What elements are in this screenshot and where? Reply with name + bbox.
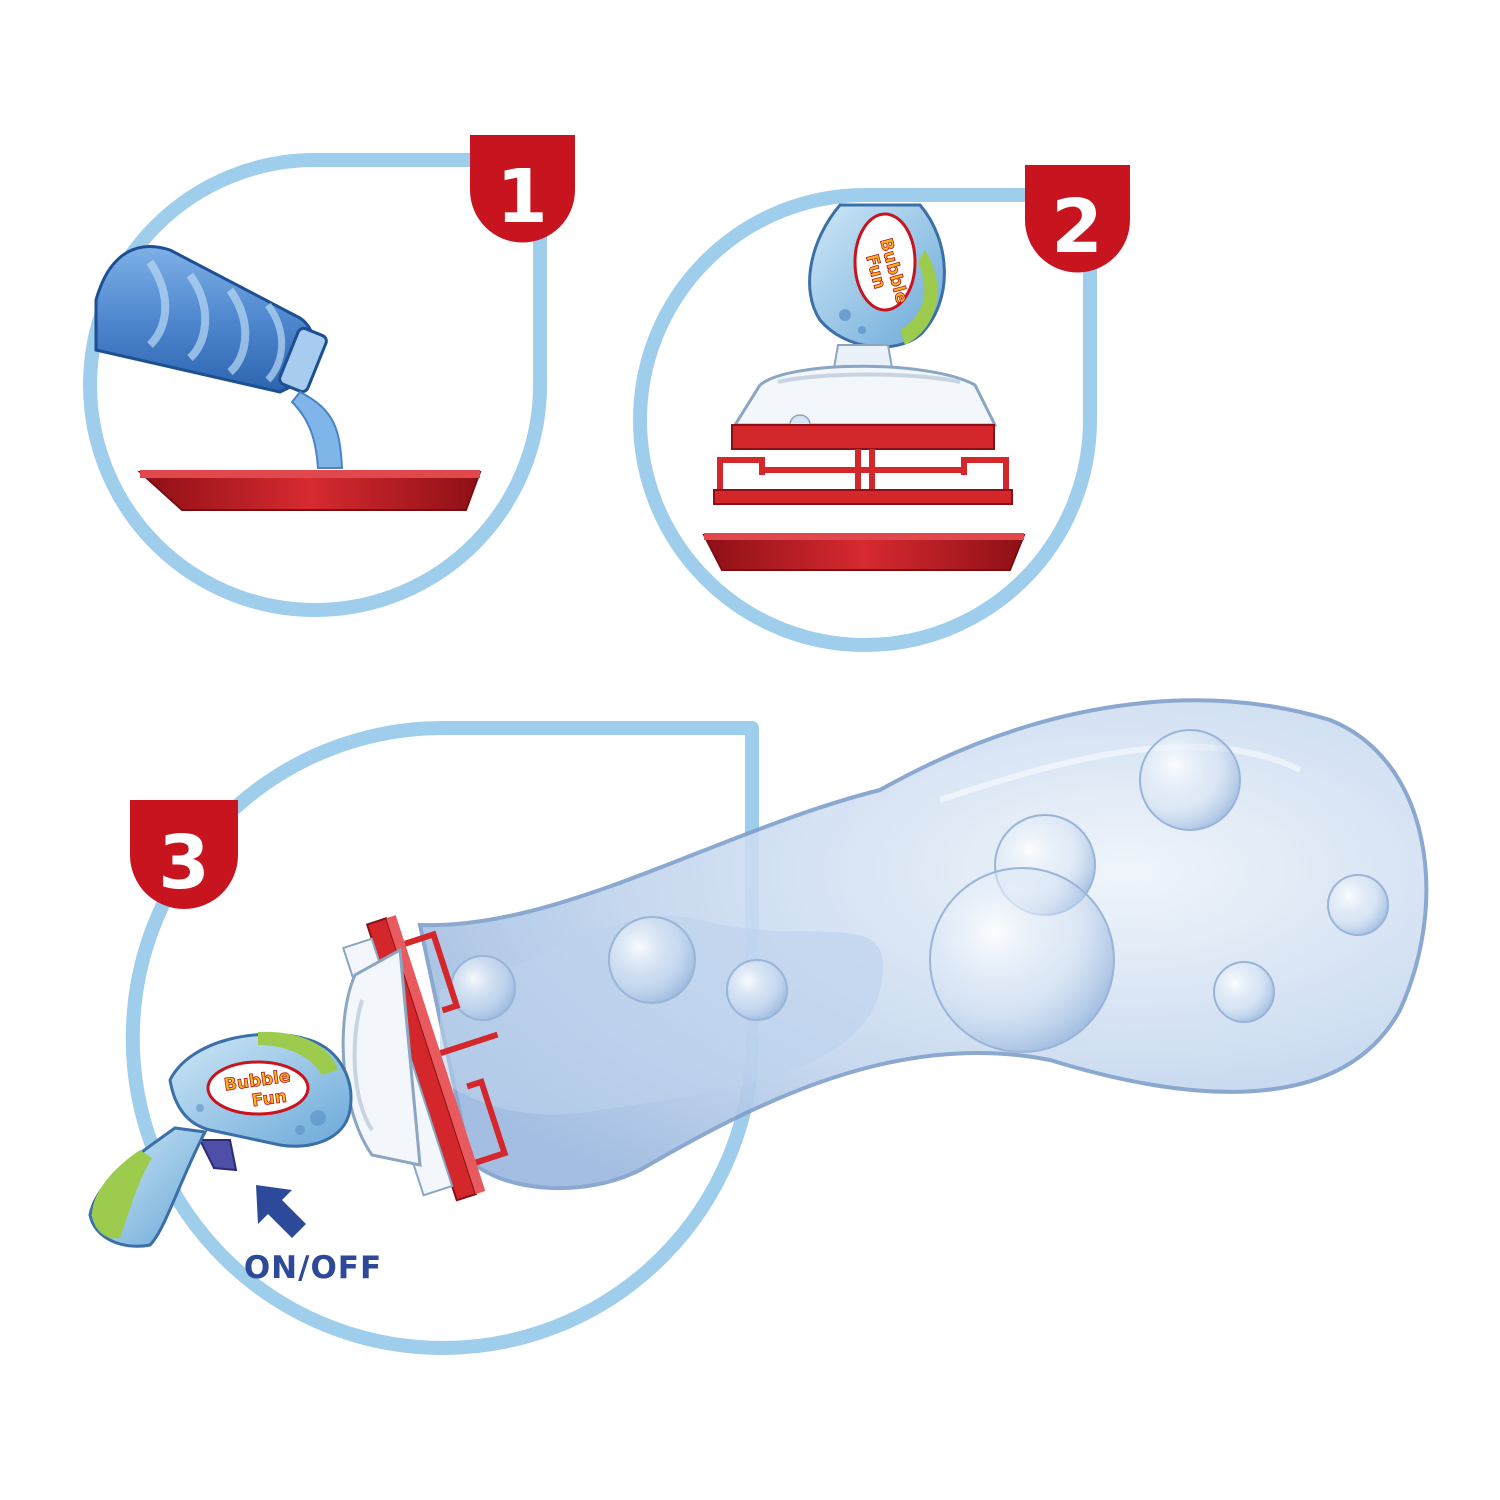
bubble [450, 955, 516, 1021]
bubble-wand-handle-step-3: Bubble Fun [88, 1031, 353, 1248]
on-off-trigger[interactable] [198, 1139, 238, 1172]
bubble [1327, 874, 1389, 936]
step-2-frame [633, 188, 1097, 652]
on-off-label: ON/OFF [244, 1250, 382, 1286]
arrow-up-left-icon [256, 1185, 306, 1238]
step-1-number: 1 [496, 154, 548, 240]
giant-bubble [417, 698, 1429, 1191]
step-3-frame [125, 721, 759, 1355]
bubble [1139, 729, 1241, 831]
step-1-panel: 1 [83, 135, 575, 617]
step-2-badge: 2 [1025, 165, 1130, 273]
bubble [726, 959, 788, 1021]
step-1-badge: 1 [470, 135, 575, 243]
step-3-number: 3 [158, 820, 210, 906]
step-3-panel: Bubble Fun ON/OFF 3 [88, 698, 1429, 1355]
bubble [1213, 961, 1275, 1023]
step-3-badge: 3 [129, 800, 239, 910]
step-2-panel: Bubble Fun 2 [633, 165, 1130, 652]
tray-step-1 [137, 470, 482, 511]
step-2-number: 2 [1051, 184, 1103, 270]
wand-frame-step-2 [713, 424, 1013, 505]
bubble [608, 916, 696, 1004]
step-1-frame [83, 153, 548, 617]
fan-housing-step-2 [732, 364, 998, 436]
tray-step-2 [702, 533, 1026, 571]
solution-bottle [94, 245, 344, 469]
on-off-callout: ON/OFF [244, 1185, 382, 1286]
bubble-wand-handle-step-2: Bubble Fun [808, 203, 946, 369]
bubble [929, 867, 1115, 1053]
small-bubbles [450, 729, 1389, 1053]
